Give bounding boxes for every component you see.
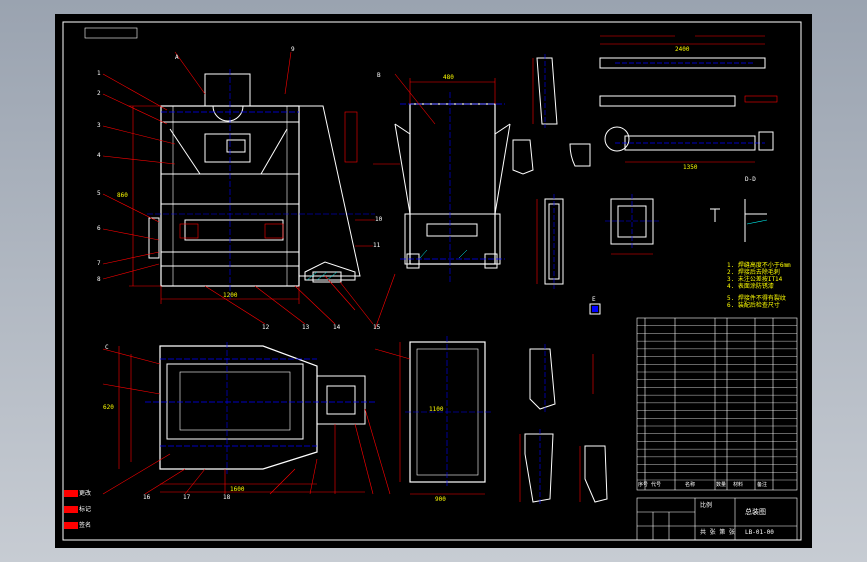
dim-plan-width: 620 — [103, 404, 114, 411]
part-number: 7 — [97, 260, 101, 267]
part-number: 4 — [97, 152, 101, 159]
side-view — [394, 92, 511, 284]
view-label-top: C — [105, 344, 109, 351]
part-number: 12 — [262, 324, 270, 331]
note-1: 1. 焊缝高度不小于6mm — [727, 262, 791, 269]
bracket-parts — [519, 344, 608, 506]
part-number: 5 — [97, 190, 101, 197]
front-view — [147, 69, 375, 299]
cad-drawing — [62, 21, 802, 541]
bom-header-code: 代号 — [651, 482, 662, 488]
revision-label-3: 签名 — [79, 522, 92, 529]
bom-header-qty: 数量 — [716, 482, 727, 488]
part-number: 17 — [183, 494, 191, 501]
part-number: 8 — [97, 276, 101, 283]
dim-tube-length: 1350 — [683, 164, 698, 171]
title-block-scale: 比例 — [700, 502, 713, 509]
small-parts — [512, 139, 768, 315]
part-number: 11 — [373, 242, 381, 249]
hatch-marks — [306, 249, 468, 281]
title-block-name: 总装图 — [745, 508, 766, 516]
part-number: 9 — [291, 46, 295, 53]
bom-header-index: 序号 — [638, 482, 649, 488]
panel-view — [374, 336, 491, 495]
part-number: 6 — [97, 225, 101, 232]
view-label-section: D-D — [745, 176, 756, 183]
note-3: 3. 未注公差按IT14 — [727, 276, 783, 283]
title-block-sheet: 共 张 第 张 — [700, 529, 735, 536]
plan-view — [145, 342, 375, 474]
tube-part — [604, 126, 774, 163]
bom-row-lines — [637, 325, 797, 481]
dim-side-width: 480 — [443, 74, 454, 81]
dim-panel-width: 900 — [435, 496, 446, 503]
plan-view-dims — [102, 346, 391, 495]
side-view-dims — [373, 73, 496, 330]
drawing-sheet: 1. 焊缝高度不小于6mm 2. 焊接后去除毛刺 3. 未注公差按IT14 4.… — [55, 14, 812, 548]
dim-bar-length: 2400 — [675, 46, 690, 53]
revision-label-2: 标记 — [79, 506, 92, 513]
part-number: 13 — [302, 324, 310, 331]
bom-header-material: 材料 — [733, 482, 744, 488]
part-number: 18 — [223, 494, 231, 501]
revision-label-1: 更改 — [79, 490, 92, 497]
dim-panel-height: 1100 — [429, 406, 444, 413]
part-number: 16 — [143, 494, 151, 501]
view-label-front: A — [175, 54, 179, 61]
part-number: 15 — [373, 324, 381, 331]
dim-front-width: 1200 — [223, 292, 238, 299]
bom-table — [636, 317, 798, 491]
bar-part — [599, 35, 778, 107]
part-number: 10 — [375, 216, 383, 223]
note-4: 4. 表面涂防锈漆 — [727, 283, 774, 290]
front-view-dims — [102, 51, 375, 325]
note-5: 5. 焊接件不得有裂纹 — [727, 295, 786, 302]
part-number: 3 — [97, 122, 101, 129]
title-block — [636, 497, 798, 541]
part-number: 1 — [97, 70, 101, 77]
dim-plan-length: 1600 — [230, 486, 245, 493]
revision-markers — [64, 490, 78, 529]
title-block-number: LB-01-00 — [745, 529, 774, 536]
part-number: 2 — [97, 90, 101, 97]
dim-front-height: 860 — [117, 192, 128, 199]
outer-frame — [62, 21, 802, 541]
view-label-side: B — [377, 72, 381, 79]
corner-tag — [84, 27, 138, 39]
note-6: 6. 装配后检查尺寸 — [727, 302, 780, 309]
note-2: 2. 焊接后去除毛刺 — [727, 269, 780, 276]
bom-header-remark: 备注 — [757, 482, 768, 488]
wedge-part — [532, 54, 558, 128]
part-number: 14 — [333, 324, 341, 331]
view-label-detail: E — [592, 296, 596, 303]
bom-header-name: 名称 — [685, 482, 696, 488]
